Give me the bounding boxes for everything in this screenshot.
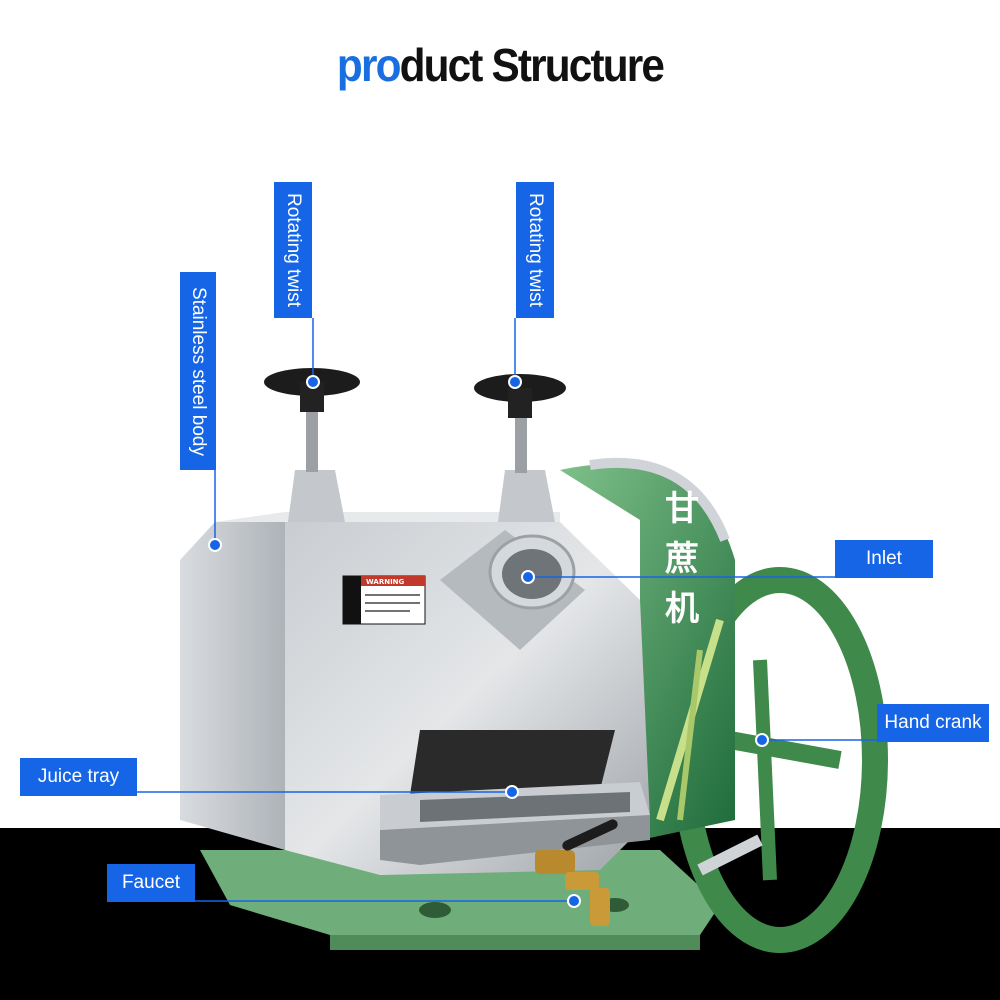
green-side-panel: 甘 蔗 机 <box>560 457 735 840</box>
chinese-char-3: 机 <box>665 589 699 629</box>
title-accent: pro <box>336 39 402 91</box>
faucet <box>535 819 618 926</box>
rotating-twist-right <box>474 374 566 522</box>
chinese-char-2: 蔗 <box>665 539 699 579</box>
label-hand-crank: Hand crank <box>877 704 989 742</box>
title-rest: duct Structure <box>399 39 665 91</box>
label-faucet: Faucet <box>107 864 195 902</box>
chinese-char-1: 甘 <box>665 489 699 529</box>
callout-lines <box>137 318 877 902</box>
rotating-twist-left <box>264 368 360 522</box>
page-title: product Structure <box>40 38 960 92</box>
label-rotating-twist-right-text: Rotating twist <box>525 192 546 308</box>
label-stainless-steel-body-text: Stainless steel body <box>188 286 209 456</box>
label-rotating-twist-right: Rotating twist <box>516 182 554 318</box>
warning-text: WARNING <box>366 578 405 586</box>
label-juice-tray-text: Juice tray <box>37 766 120 787</box>
label-hand-crank-text: Hand crank <box>884 712 982 733</box>
label-rotating-twist-left-text: Rotating twist <box>283 192 304 308</box>
juice-tray <box>380 730 650 865</box>
label-juice-tray: Juice tray <box>20 758 137 796</box>
label-stainless-steel-body: Stainless steel body <box>180 272 216 470</box>
label-inlet: Inlet <box>835 540 933 578</box>
label-rotating-twist-left: Rotating twist <box>274 182 312 318</box>
callout-dots <box>208 375 769 908</box>
label-inlet-text: Inlet <box>866 548 902 569</box>
label-faucet-text: Faucet <box>121 872 181 893</box>
